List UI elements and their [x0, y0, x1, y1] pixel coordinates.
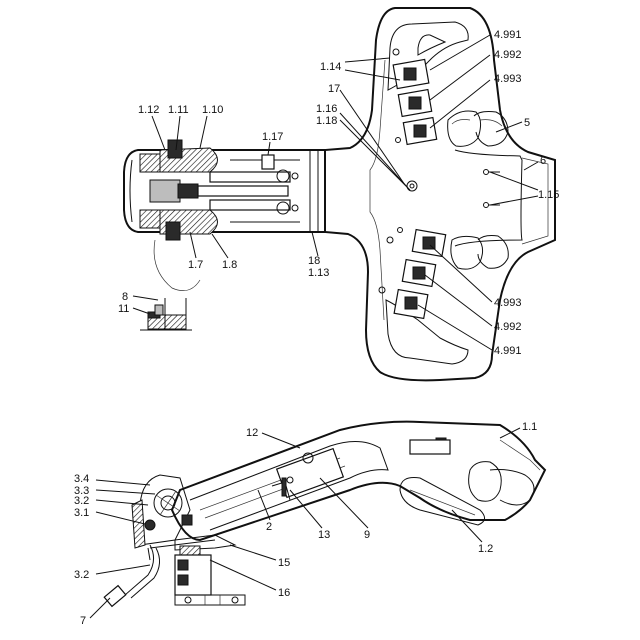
- label-7: 7: [80, 615, 86, 627]
- pivot-housing: [131, 474, 216, 561]
- label-9: 9: [364, 529, 370, 541]
- label-3-3: 3.3: [74, 485, 89, 497]
- thumb-wheel-lower: [450, 235, 509, 270]
- label-13: 13: [318, 529, 330, 541]
- top-view: 1.14 4.991 4.992 4.993 17 1.16 1.18 5 6 …: [118, 7, 559, 382]
- label-4-991-lower: 4.991: [494, 345, 522, 357]
- label-1-11: 1.11: [168, 104, 189, 116]
- label-4-991-upper: 4.991: [494, 29, 522, 41]
- label-1-8: 1.8: [222, 259, 237, 271]
- cable: [103, 544, 160, 608]
- label-1-10: 1.10: [202, 104, 223, 116]
- label-18: 18: [308, 255, 320, 267]
- label-3-4: 3.4: [74, 473, 89, 485]
- lower-button-panel: [393, 228, 447, 320]
- tiller-arm: [170, 420, 547, 542]
- label-1-13: 1.13: [308, 267, 329, 279]
- label-4-992-upper: 4.992: [494, 49, 522, 61]
- label-1-1: 1.1: [522, 421, 537, 433]
- label-3-2-upper: 3.2: [74, 495, 89, 507]
- handle-frame: [324, 7, 556, 382]
- label-8: 8: [122, 291, 128, 303]
- tiller-head-cutaway: [123, 139, 326, 291]
- label-4-993-upper: 4.993: [494, 73, 522, 85]
- label-1-17: 1.17: [262, 131, 283, 143]
- label-4-992-lower: 4.992: [494, 321, 522, 333]
- label-6: 6: [540, 155, 546, 167]
- leader-lines-top: [132, 34, 539, 351]
- lower-bracket: [174, 534, 246, 606]
- side-view: 12 1.1 3.4 3.3 3.2 3.1 2 13 9 1.2 15 3.2…: [74, 420, 547, 627]
- label-3-1: 3.1: [74, 507, 89, 519]
- label-4-993-lower: 4.993: [494, 297, 522, 309]
- leader-lines-side: [89, 427, 521, 619]
- label-1-7: 1.7: [188, 259, 203, 271]
- label-12: 12: [246, 427, 258, 439]
- label-3-2-lower: 3.2: [74, 569, 89, 581]
- label-1-2: 1.2: [478, 543, 493, 555]
- label-1-15: 1.15: [538, 189, 559, 201]
- label-1-18: 1.18: [316, 115, 337, 127]
- detail-8-11: [140, 298, 192, 331]
- thumb-wheel-upper: [447, 110, 509, 147]
- upper-button-panel: [392, 58, 438, 146]
- label-16: 16: [278, 587, 290, 599]
- label-15: 15: [278, 557, 290, 569]
- label-1-12: 1.12: [138, 104, 159, 116]
- label-1-14: 1.14: [320, 61, 341, 73]
- label-2: 2: [266, 521, 272, 533]
- label-5: 5: [524, 117, 530, 129]
- label-11: 11: [118, 303, 129, 315]
- label-1-16: 1.16: [316, 103, 337, 115]
- label-17: 17: [328, 83, 340, 95]
